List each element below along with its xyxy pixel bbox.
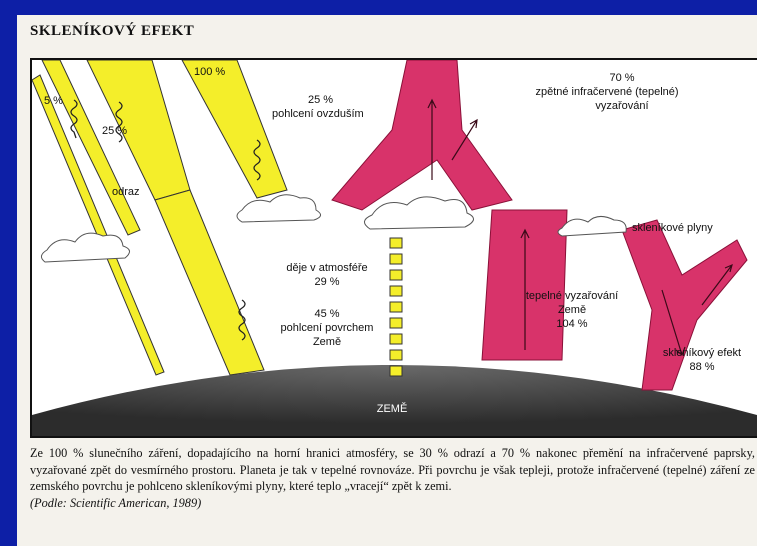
greenhouse-diagram: 100 % 5 % 25 % odraz 25 % pohlcení ovzdu…: [30, 58, 757, 438]
air-absorbed-beam: [182, 60, 287, 198]
thermal-line1: tepelné vyzařování: [502, 290, 642, 303]
page-title: SKLENÍKOVÝ EFEKT: [30, 23, 194, 40]
absorbed-air-text: pohlcení ovzduším: [272, 108, 364, 121]
atmosphere-stack: [390, 238, 402, 376]
incoming-label: 100 %: [194, 66, 225, 79]
greenhouse-gases-label: skleníkové plyny: [632, 222, 713, 235]
cloud-mid: [237, 195, 321, 222]
earth-label: ZEMĚ: [352, 403, 432, 416]
outgoing-ir-beam: [332, 60, 512, 210]
cloud-center: [364, 197, 473, 229]
reflected-clouds-label: 25 %: [102, 125, 127, 138]
document-page: SKLENÍKOVÝ EFEKT: [17, 15, 757, 546]
reflected-small-label: 5 %: [44, 95, 63, 108]
cloud-left: [41, 233, 129, 262]
atmosphere-events-line1: děje v atmosféře: [272, 262, 382, 275]
back-ir-line2: vyzařování: [547, 100, 697, 113]
thermal-line3: 104 %: [502, 318, 642, 331]
figure-caption: Ze 100 % slunečního záření, dopadajícího…: [30, 445, 755, 511]
greenhouse-effect-line2: 88 %: [647, 361, 757, 374]
back-ir-line1: zpětné infračervené (tepelné): [512, 86, 702, 99]
cloud-right: [558, 216, 626, 236]
surface-absorbed-line3: Země: [272, 336, 382, 349]
reflection-label: odraz: [112, 186, 140, 199]
absorbed-air-value: 25 %: [308, 94, 333, 107]
surface-absorbed-line1: 45 %: [272, 308, 382, 321]
greenhouse-effect-line1: skleníkový efekt: [647, 347, 757, 360]
surface-absorbed-line2: pohlcení povrchem: [272, 322, 382, 335]
thermal-line2: Země: [502, 304, 642, 317]
atmosphere-events-line2: 29 %: [272, 276, 382, 289]
caption-source: (Podle: Scientific American, 1989): [30, 495, 755, 512]
caption-text: Ze 100 % slunečního záření, dopadajícího…: [30, 445, 755, 495]
back-ir-value: 70 %: [547, 72, 697, 85]
diagram-graphics: [32, 60, 757, 438]
